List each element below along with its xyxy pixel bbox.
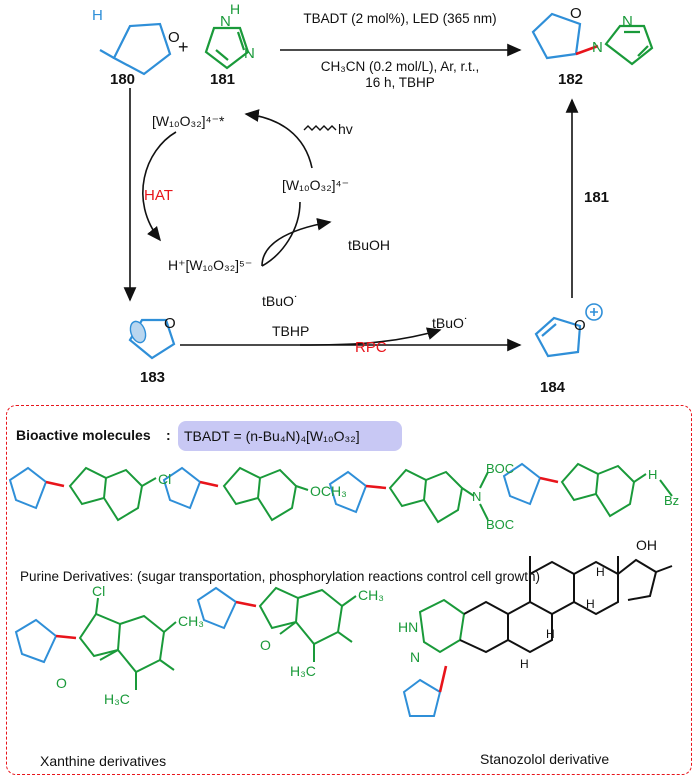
- xanthine2-oxo: O: [260, 637, 271, 653]
- stanozolol-h-1: H: [586, 597, 595, 611]
- product-n2-label: N: [622, 13, 633, 30]
- hv-wavy-line: [303, 125, 337, 131]
- purine4-bz: Bz: [664, 493, 680, 508]
- tbadt-definition: TBADT = (n-Bu₄N)₄[W₁₀O₃₂]: [184, 428, 360, 444]
- w-reduced-species: H⁺[W₁₀O₃₂]⁵⁻: [168, 257, 253, 273]
- ring-oxygen-183: O: [164, 315, 176, 332]
- tbhp-label: TBHP: [272, 323, 310, 339]
- stanozolol-h-2: H: [546, 627, 555, 641]
- stanozolol-caption: Stanozolol derivative: [480, 751, 610, 767]
- purine1-cl: Cl: [158, 471, 172, 487]
- reoxidation-arc-arrow: [261, 217, 332, 267]
- label-183: 183: [140, 369, 166, 386]
- label-182: 182: [558, 71, 584, 88]
- plus-sign: +: [178, 37, 189, 57]
- w-excited-species: [W₁₀O₃₂]⁴⁻*: [152, 113, 225, 129]
- bioactive-heading-colon: :: [166, 427, 171, 443]
- product-n1-label: N: [592, 39, 603, 56]
- ring-oxygen-180: O: [168, 29, 180, 46]
- hat-arc-arrow: [142, 131, 177, 242]
- purine-derivative-1: [8, 466, 157, 522]
- stanozolol-h-3: H: [596, 565, 605, 579]
- bioactive-heading: Bioactive molecules: [16, 427, 151, 443]
- condition-line-1: TBADT (2 mol%), LED (365 nm): [303, 11, 497, 26]
- label-181: 181: [210, 71, 236, 88]
- tbuoh-label: tBuOH: [348, 237, 391, 253]
- label-180: 180: [110, 71, 136, 88]
- purine-derivative-4: [502, 462, 673, 518]
- condition-line-3: 16 h, TBHP: [365, 75, 435, 90]
- purine4-nh: H: [648, 467, 658, 482]
- stanozolol-derivative: [402, 556, 673, 717]
- xanthine2-ch3: CH₃: [358, 587, 384, 603]
- pyrazole-n2-label: N: [244, 45, 255, 62]
- xanthine1-oxo: O: [56, 675, 67, 691]
- xanthine2-h3c: H₃C: [290, 663, 316, 679]
- oxocarbenium-184: [534, 303, 603, 358]
- thf-radical-183: [128, 318, 176, 360]
- tbuo-release-arrow: [299, 327, 442, 346]
- purine-caption: Purine Derivatives: (sugar transportatio…: [20, 569, 541, 584]
- aldehyde-h-atom: H: [92, 7, 103, 24]
- bioactive-panel-border: [6, 405, 692, 775]
- w-ground-species: [W₁₀O₃₂]⁴⁻: [282, 177, 349, 193]
- thf-reactant-180: [99, 22, 172, 76]
- ring-oxygen-182: O: [570, 5, 582, 22]
- hat-label: HAT: [144, 187, 173, 204]
- stanozolol-h-4: H: [520, 657, 529, 671]
- tbuo-radical-out: tBuO˙: [432, 315, 469, 331]
- xanthine-derivative-2: [196, 586, 357, 662]
- rpc-label: RPC: [355, 339, 387, 356]
- stanozolol-hn: HN: [398, 619, 419, 635]
- xanthine-caption: Xanthine derivatives: [40, 753, 167, 769]
- xanthine1-h3c: H₃C: [104, 691, 130, 707]
- tbadt-definition-box: [178, 421, 402, 451]
- purine2-och3: OCH₃: [310, 483, 347, 499]
- purine3-boc-bottom: BOC: [486, 517, 515, 532]
- condition-line-2: CH₃CN (0.2 mol/L), Ar, r.t.,: [320, 59, 480, 74]
- ring-oxygen-184: O: [574, 317, 586, 334]
- pyrazole-reactant-181: [204, 26, 250, 70]
- excitation-arc-arrow: [244, 109, 313, 169]
- xanthine-derivative-1: [14, 597, 177, 690]
- stanozolol-oh: OH: [636, 537, 657, 553]
- reoxidation-arc-tail: [261, 201, 301, 267]
- product-182: [531, 12, 654, 66]
- xanthine1-cl: Cl: [92, 583, 106, 599]
- pyrazole-n1-label: N: [220, 13, 231, 30]
- arrow-label-181: 181: [584, 189, 610, 206]
- tbuo-radical-in: tBuO˙: [262, 293, 299, 309]
- purine-derivative-2: [162, 466, 309, 522]
- purine-derivative-3: [328, 468, 489, 524]
- hv-label: hv: [338, 121, 353, 137]
- purine3-n: N: [472, 489, 482, 504]
- label-184: 184: [540, 379, 566, 396]
- xanthine1-ch3: CH₃: [178, 613, 204, 629]
- purine3-boc-top: BOC: [486, 461, 515, 476]
- stanozolol-n: N: [410, 649, 421, 665]
- pyrazole-nh-label: H: [230, 1, 241, 17]
